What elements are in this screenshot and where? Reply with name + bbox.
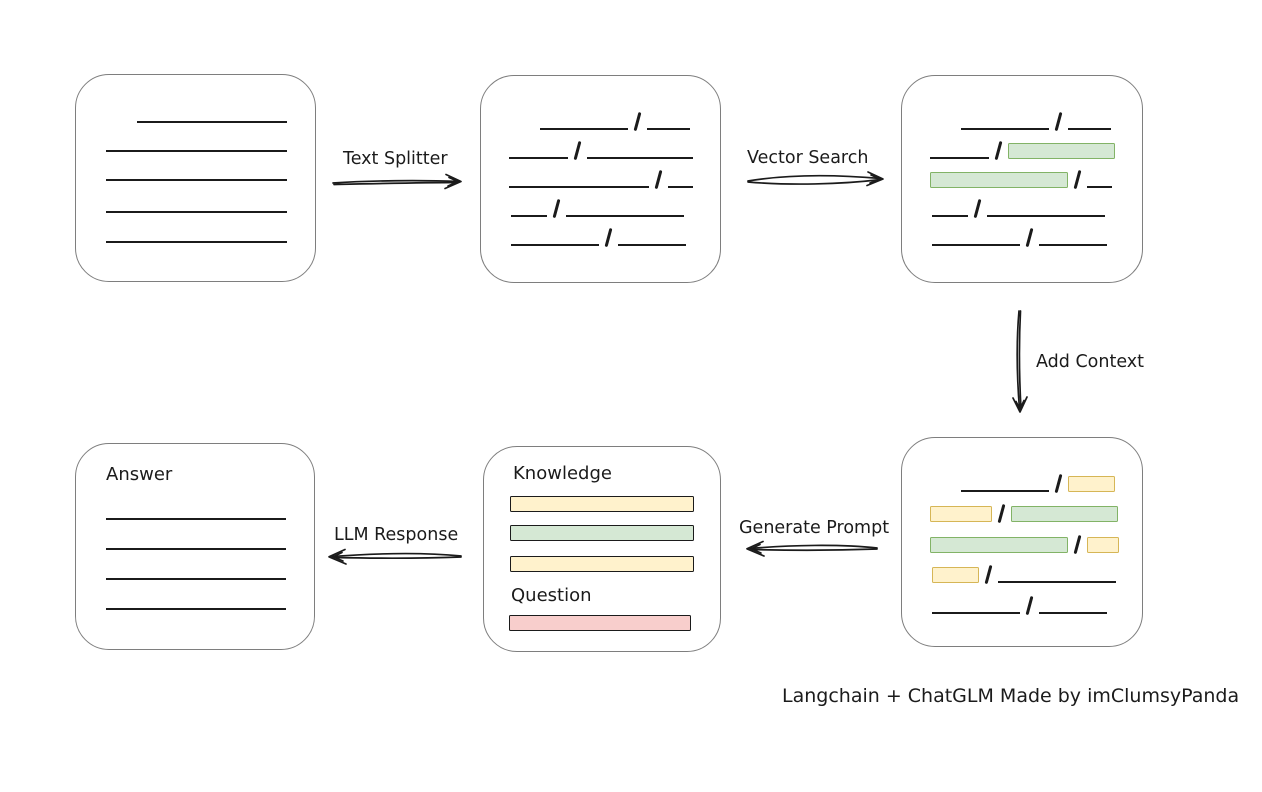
chunk-row: [930, 101, 1142, 131]
slash-separator: [984, 565, 992, 584]
add-context-arrow: [1012, 310, 1028, 413]
slash-separator: [1073, 170, 1081, 189]
text-line: [106, 548, 286, 550]
text-line: [667, 186, 693, 188]
slash-separator: [654, 170, 662, 189]
green-chunk: [1007, 143, 1115, 159]
text-line: [106, 241, 287, 243]
green-chunk: [1010, 506, 1118, 522]
yellow-chunk: [932, 567, 979, 583]
vector-matched-chunks-box: [901, 75, 1143, 283]
chunk-row: [930, 130, 1142, 160]
text-line: [509, 157, 568, 159]
answer-heading: Answer: [106, 464, 173, 485]
text-line: [1067, 128, 1111, 130]
chunk-row: [930, 553, 1142, 584]
yellow-chunk-bar: [510, 556, 694, 572]
chunk-row: [509, 188, 720, 218]
slash-separator: [1054, 112, 1062, 131]
text-line: [106, 578, 286, 580]
chunk-row: [930, 583, 1142, 615]
red-chunk-bar: [509, 615, 691, 631]
chunk-row: [509, 217, 720, 247]
text-line: [106, 150, 287, 152]
slash-separator: [1025, 228, 1033, 247]
text-line: [1038, 244, 1107, 246]
context-chunk-rows: [902, 438, 1142, 615]
chunk-row: [930, 522, 1142, 554]
knowledge-heading: Knowledge: [513, 463, 612, 484]
text-line: [932, 215, 968, 217]
slash-separator: [633, 112, 641, 131]
text-line: [930, 157, 989, 159]
source-document-box: [75, 74, 316, 282]
text-splitter-label: Text Splitter: [343, 149, 448, 169]
slash-separator: [1054, 473, 1062, 493]
chunk-row: [930, 217, 1142, 247]
text-line: [932, 244, 1020, 246]
green-chunk: [930, 172, 1068, 188]
yellow-chunk: [1086, 536, 1119, 553]
split-chunks-box: [480, 75, 721, 283]
yellow-chunk: [930, 506, 992, 522]
llm-response-label: LLM Response: [334, 525, 459, 545]
chunk-row: [930, 159, 1142, 189]
chunk-row: [509, 130, 720, 160]
green-chunk: [930, 536, 1068, 553]
text-line: [1038, 611, 1107, 614]
slash-separator: [1025, 595, 1033, 615]
text-line: [106, 608, 286, 610]
slash-separator: [994, 141, 1002, 160]
green-chunk-bar: [510, 525, 694, 541]
chunk-row: [930, 492, 1142, 523]
add-context-label: Add Context: [1036, 352, 1144, 372]
slash-separator: [573, 141, 581, 160]
vector-search-arrow: [747, 171, 884, 187]
matched-chunk-rows: [902, 76, 1142, 247]
chunk-row: [930, 461, 1142, 493]
llm-response-arrow: [328, 548, 462, 565]
context-chunks-box: [901, 437, 1143, 647]
text-line: [540, 128, 628, 130]
text-line: [617, 244, 686, 246]
chunk-row: [509, 159, 720, 189]
text-line: [932, 611, 1020, 614]
text-line: [961, 128, 1049, 130]
text-line: [565, 215, 684, 217]
slash-separator: [1073, 534, 1081, 554]
text-line: [106, 179, 287, 181]
prompt-box: Knowledge Question: [483, 446, 721, 652]
chunk-row: [930, 188, 1142, 218]
question-heading: Question: [511, 585, 592, 606]
yellow-chunk-bar: [510, 496, 694, 512]
credit-caption: Langchain + ChatGLM Made by imClumsyPand…: [782, 685, 1240, 707]
chunk-row: [509, 101, 720, 131]
text-line: [586, 157, 693, 159]
generate-prompt-label: Generate Prompt: [739, 518, 890, 538]
slash-separator: [604, 228, 612, 247]
vector-search-label: Vector Search: [747, 148, 869, 168]
split-chunk-rows: [481, 76, 720, 247]
answer-box: Answer: [75, 443, 315, 650]
text-line: [1086, 186, 1112, 188]
generate-prompt-arrow: [746, 540, 878, 557]
text-splitter-arrow: [332, 173, 462, 190]
text-line: [646, 128, 690, 130]
slash-separator: [997, 504, 1005, 523]
text-line: [961, 489, 1049, 492]
slash-separator: [973, 199, 981, 218]
yellow-chunk: [1067, 475, 1115, 492]
text-line: [106, 211, 287, 213]
text-line: [511, 215, 547, 217]
text-line: [997, 581, 1116, 583]
text-line: [106, 518, 286, 520]
text-line: [511, 244, 599, 246]
text-line: [137, 121, 287, 123]
text-line: [986, 215, 1105, 217]
slash-separator: [552, 199, 560, 218]
text-line: [509, 186, 649, 188]
